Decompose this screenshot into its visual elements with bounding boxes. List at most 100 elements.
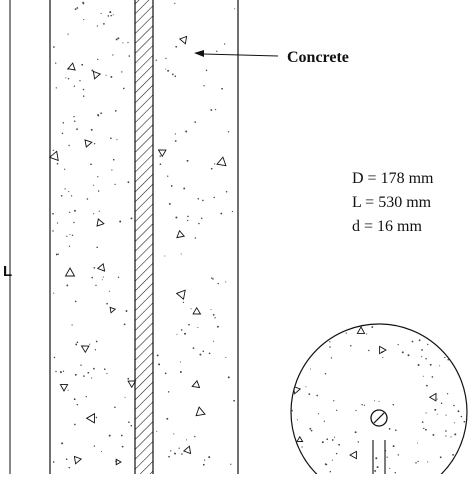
speckle-dot bbox=[69, 211, 71, 213]
speckle-dot bbox=[333, 400, 335, 402]
speckle-dot bbox=[73, 221, 75, 224]
speckle-dot bbox=[74, 373, 77, 376]
speckle-dot bbox=[122, 42, 124, 44]
speckle-dot bbox=[378, 400, 380, 402]
speckle-dot bbox=[130, 217, 133, 220]
speckle-dot bbox=[76, 403, 79, 406]
speckle-dot bbox=[165, 68, 167, 70]
speckle-dot bbox=[225, 356, 227, 358]
speckle-dot bbox=[121, 71, 123, 73]
speckle-dot bbox=[418, 339, 421, 342]
speckle-dot bbox=[317, 413, 319, 415]
speckle-dot bbox=[93, 184, 95, 186]
speckle-dot bbox=[212, 278, 214, 280]
speckle-dot bbox=[180, 361, 182, 363]
speckle-dot bbox=[295, 327, 298, 330]
speckle-dot bbox=[123, 323, 126, 326]
speckle-dot bbox=[321, 441, 324, 444]
speckle-dot bbox=[436, 398, 438, 400]
aggregate-triangle bbox=[349, 450, 357, 460]
speckle-dot bbox=[407, 354, 410, 357]
speckle-dot bbox=[66, 284, 69, 287]
speckle-dot bbox=[112, 158, 115, 161]
speckle-dot bbox=[127, 181, 130, 184]
speckle-dot bbox=[93, 445, 96, 447]
aggregate-triangle bbox=[356, 326, 366, 334]
speckle-dot bbox=[112, 54, 114, 56]
speckle-dot bbox=[457, 410, 460, 413]
speckle-dot bbox=[97, 176, 99, 178]
speckle-dot bbox=[57, 253, 59, 255]
speckle-dot bbox=[357, 441, 360, 443]
speckle-dot bbox=[82, 95, 85, 97]
aggregate-triangle bbox=[59, 384, 69, 392]
speckle-dot bbox=[62, 370, 65, 372]
speckle-dot bbox=[52, 461, 55, 463]
speckle-dot bbox=[83, 375, 85, 377]
speckle-dot bbox=[213, 340, 215, 342]
speckle-dot bbox=[416, 442, 419, 444]
callout-leader-line bbox=[202, 53, 279, 57]
speckle-dot bbox=[108, 434, 111, 437]
speckle-dot bbox=[434, 408, 437, 411]
speckle-dot bbox=[458, 336, 461, 339]
speckle-dot bbox=[76, 128, 78, 130]
speckle-dot bbox=[440, 402, 443, 404]
aggregate-triangle bbox=[48, 150, 59, 162]
speckle-dot bbox=[60, 194, 63, 197]
speckle-dot bbox=[204, 459, 206, 461]
speckle-dot bbox=[74, 423, 76, 426]
speckle-dot bbox=[108, 290, 110, 292]
speckle-dot bbox=[175, 45, 178, 48]
speckle-dot bbox=[165, 57, 167, 59]
aggregate-triangle bbox=[109, 306, 117, 314]
speckle-dot bbox=[214, 317, 216, 319]
speckle-dot bbox=[100, 112, 102, 115]
speckle-dot bbox=[188, 323, 190, 326]
speckle-dot bbox=[122, 87, 125, 90]
speckle-dot bbox=[234, 8, 236, 10]
speckle-dot bbox=[119, 220, 122, 223]
speckle-dot bbox=[291, 348, 294, 351]
speckle-dot bbox=[425, 357, 427, 360]
speckle-dot bbox=[56, 162, 59, 165]
aggregate-triangle bbox=[96, 218, 105, 227]
speckle-dot bbox=[336, 409, 338, 411]
concrete-speckle-dots bbox=[52, 1, 236, 469]
speckle-dot bbox=[301, 446, 303, 448]
speckle-dot bbox=[309, 368, 312, 370]
speckle-dot bbox=[65, 77, 67, 79]
speckle-dot bbox=[397, 454, 400, 456]
speckle-dot bbox=[55, 370, 57, 373]
speckle-dot bbox=[368, 349, 370, 352]
speckle-dot bbox=[376, 466, 379, 469]
speckle-dot bbox=[170, 450, 172, 452]
speckle-dot bbox=[216, 325, 219, 328]
aggregate-triangle bbox=[191, 379, 201, 389]
aggregate-triangle bbox=[178, 35, 188, 45]
speckle-dot bbox=[329, 346, 331, 348]
speckle-dot bbox=[114, 110, 117, 112]
speckle-dot bbox=[67, 33, 69, 35]
aggregate-triangle bbox=[96, 262, 106, 272]
speckle-dot bbox=[183, 187, 186, 190]
cross-section-circle bbox=[290, 323, 468, 479]
speckle-dot bbox=[202, 350, 205, 353]
speckle-dot bbox=[55, 62, 57, 64]
speckle-dot bbox=[464, 325, 466, 328]
speckle-dot bbox=[102, 276, 104, 278]
speckle-dot bbox=[91, 276, 94, 279]
length-dimension-label: L bbox=[3, 263, 12, 280]
speckle-dot bbox=[82, 88, 85, 91]
speckle-dot bbox=[180, 329, 183, 331]
speckle-dot bbox=[375, 457, 378, 460]
speckle-dot bbox=[105, 74, 107, 76]
speckle-dot bbox=[294, 448, 296, 450]
speckle-dot bbox=[329, 470, 332, 473]
speckle-dot bbox=[164, 372, 167, 375]
speckle-dot bbox=[125, 310, 128, 312]
speckle-dot bbox=[296, 419, 298, 421]
speckle-dot bbox=[415, 462, 417, 464]
speckle-dot bbox=[436, 413, 438, 415]
